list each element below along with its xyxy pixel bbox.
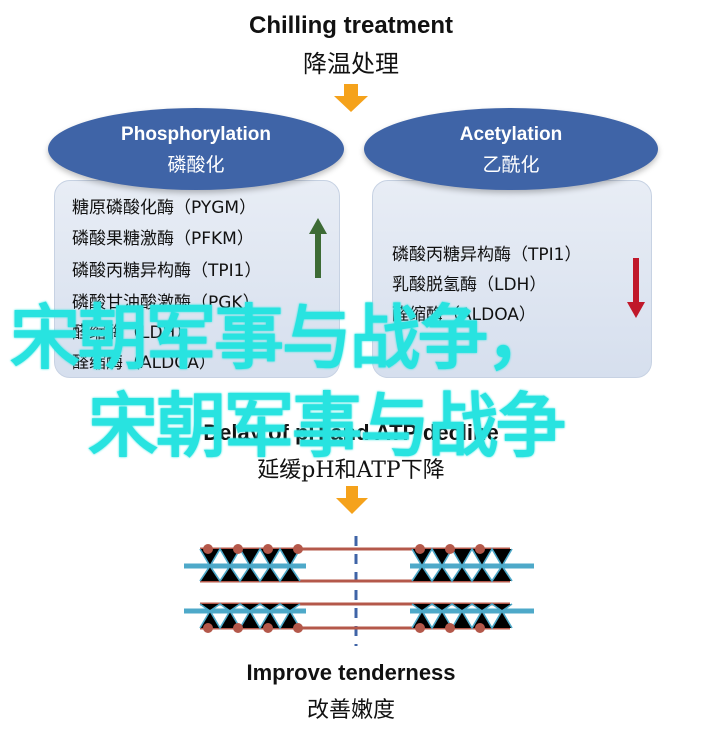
top-title-en: Chilling treatment — [248, 12, 453, 39]
left-item-5: 醛缩酶（LDH） — [72, 323, 193, 343]
left-item-4: 磷酸甘油酸激酶（PGK） — [72, 293, 260, 313]
bottom-label-en: Improve tenderness — [246, 660, 456, 685]
middle-label-cn: 延缓pH和ATP下降 — [257, 458, 445, 483]
phosphorylation-label-en: Phosphorylation — [121, 124, 271, 145]
phosphorylation-panel — [54, 180, 340, 378]
down-red-arrow-icon — [627, 258, 645, 318]
phosphorylation-label-cn: 磷酸化 — [167, 154, 225, 176]
overlay-text-line-1: 宋朝军事与战争， — [10, 297, 556, 379]
middle-label-en: Delay of pH and ATP decline — [203, 420, 499, 445]
bottom-label-cn: 改善嫩度 — [306, 698, 395, 723]
left-item-6: 醛缩酶（ALDOA） — [72, 353, 216, 373]
left-item-1: 糖原磷酸化酶（PYGM） — [72, 198, 257, 218]
left-item-2: 磷酸果糖激酶（PFKM） — [72, 229, 254, 249]
right-item-3: 醛缩酶（ALDOA） — [392, 305, 536, 325]
overlay-text-line-2: 宋朝军事与战争 — [88, 385, 566, 467]
myofilament-diagram — [184, 536, 534, 646]
acetylation-label-cn: 乙酰化 — [482, 154, 540, 176]
acetylation-panel — [372, 180, 652, 378]
right-item-2: 乳酸脱氢酶（LDH） — [392, 275, 547, 295]
down-arrow-icon-2 — [336, 486, 368, 514]
down-arrow-icon — [334, 84, 368, 112]
up-arrow-icon — [309, 218, 327, 278]
acetylation-ellipse: Acetylation 乙酰化 — [364, 108, 658, 190]
right-item-1: 磷酸丙糖异构酶（TPI1） — [392, 245, 582, 265]
top-title-cn: 降温处理 — [303, 50, 399, 78]
phosphorylation-ellipse: Phosphorylation 磷酸化 — [48, 108, 344, 190]
left-item-3: 磷酸丙糖异构酶（TPI1） — [72, 261, 262, 281]
acetylation-label-en: Acetylation — [459, 124, 563, 145]
